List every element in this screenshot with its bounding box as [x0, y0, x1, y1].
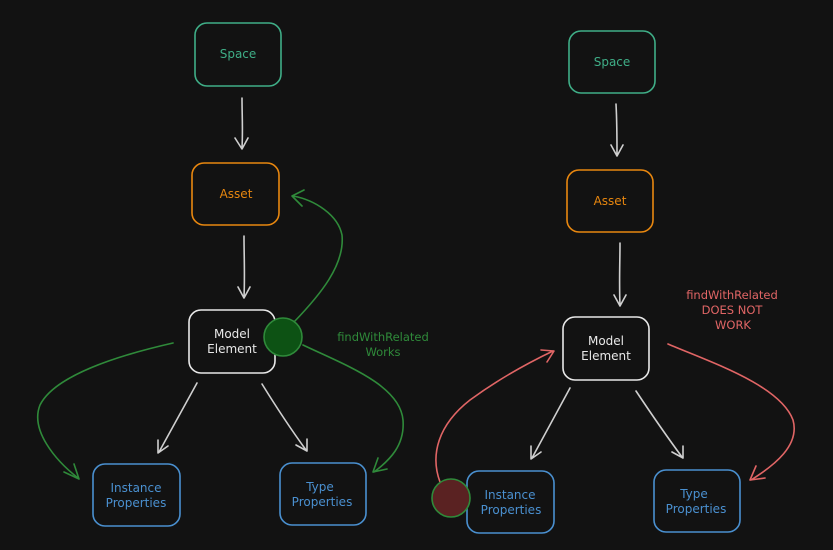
left-model-element-label-2: Element	[207, 342, 257, 356]
right-not-work-dot	[431, 478, 471, 518]
left-type-properties-box	[279, 462, 367, 526]
right-note-line-2: DOES NOT	[702, 303, 764, 317]
right-arrow-model-to-instance	[530, 387, 571, 460]
right-model-element-node: Model Element	[562, 316, 650, 381]
right-diagram: Space Asset Model Element Instance Prope…	[431, 30, 795, 534]
right-not-work-arrow-to-model	[435, 349, 555, 483]
right-instance-properties-label-1: Instance	[484, 488, 535, 502]
left-instance-properties-label-1: Instance	[110, 481, 161, 495]
right-arrow-space-to-asset	[610, 103, 624, 157]
right-space-box	[568, 30, 656, 94]
left-note-line-2: Works	[365, 345, 400, 359]
right-asset-node: Asset	[566, 169, 654, 233]
right-model-element-label-2: Element	[581, 349, 631, 363]
left-type-properties-label-2: Properties	[292, 495, 353, 509]
left-space-label: Space	[220, 47, 257, 61]
right-asset-label: Asset	[594, 194, 627, 208]
left-model-element-node: Model Element	[188, 309, 276, 374]
left-works-dot	[263, 317, 303, 357]
right-arrow-model-to-type	[635, 390, 684, 459]
left-space-node: Space	[194, 22, 282, 87]
left-model-element-label-1: Model	[214, 327, 250, 341]
right-instance-properties-box	[466, 470, 555, 534]
left-diagram: Space Asset Model Element Instance Prope…	[37, 22, 429, 527]
left-asset-label: Asset	[220, 187, 253, 201]
right-space-node: Space	[568, 30, 656, 94]
right-type-properties-label-1: Type	[679, 487, 708, 501]
left-asset-box	[191, 162, 280, 226]
right-type-properties-box	[653, 469, 741, 533]
left-arrow-asset-to-model	[237, 235, 251, 299]
left-space-box	[194, 22, 282, 87]
right-not-work-arrow-to-type	[667, 343, 795, 481]
left-type-properties-label-1: Type	[305, 480, 334, 494]
left-arrow-model-to-instance	[157, 382, 198, 454]
left-arrow-space-to-asset	[234, 97, 249, 150]
right-arrow-asset-to-model	[613, 242, 627, 307]
right-instance-properties-node: Instance Properties	[466, 470, 555, 534]
left-instance-properties-node: Instance Properties	[92, 463, 181, 527]
left-asset-node: Asset	[191, 162, 280, 226]
left-works-arrow-to-asset	[291, 189, 343, 323]
right-type-properties-node: Type Properties	[653, 469, 741, 533]
right-space-label: Space	[594, 55, 631, 69]
right-type-properties-label-2: Properties	[666, 502, 727, 516]
left-arrow-model-to-type	[261, 383, 308, 452]
right-model-element-box	[562, 316, 650, 381]
right-asset-box	[566, 169, 654, 233]
right-instance-properties-label-2: Properties	[481, 503, 542, 517]
right-note-line-1: findWithRelated	[686, 288, 778, 302]
left-note-line-1: findWithRelated	[337, 330, 429, 344]
left-instance-properties-box	[92, 463, 181, 527]
left-instance-properties-label-2: Properties	[106, 496, 167, 510]
left-works-arrow-model-to-instance	[37, 342, 174, 480]
right-model-element-label-1: Model	[588, 334, 624, 348]
left-works-arrow-to-type	[302, 344, 404, 473]
right-note-line-3: WORK	[715, 318, 751, 332]
left-type-properties-node: Type Properties	[279, 462, 367, 526]
